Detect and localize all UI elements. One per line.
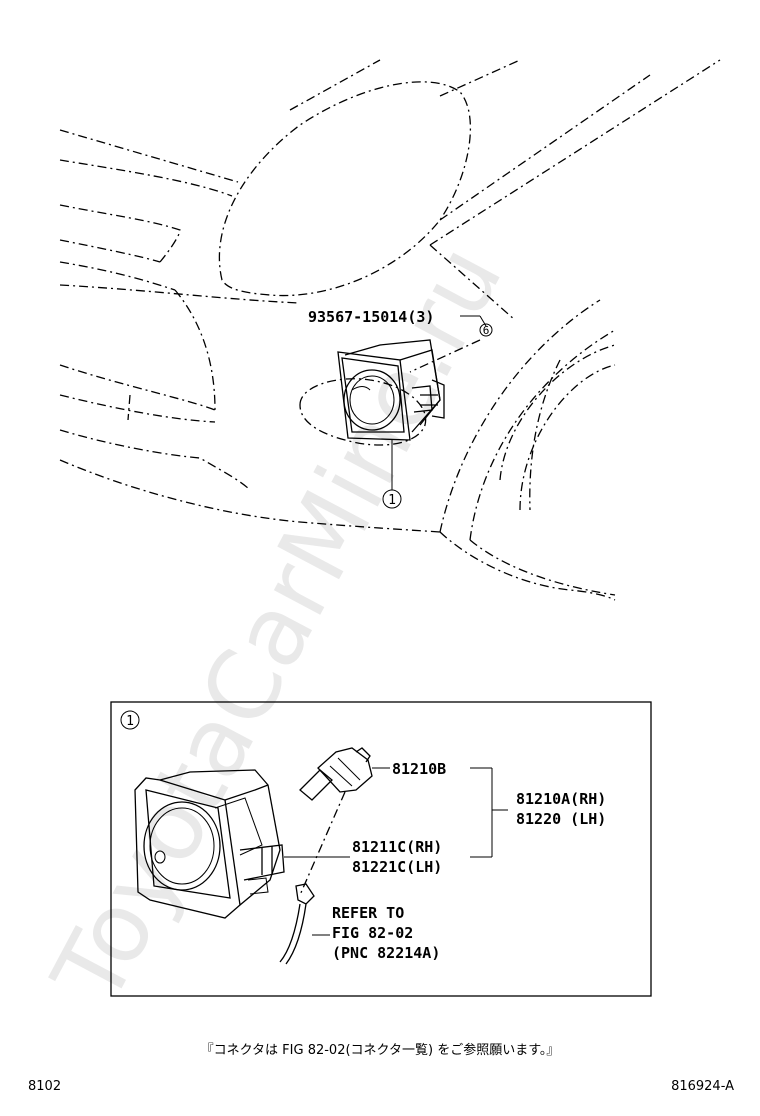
bulb-81210B xyxy=(299,747,373,801)
watermark-text: ToyotaCarMine.ru xyxy=(31,228,524,1022)
refer-line-2: FIG 82-02 xyxy=(332,924,413,942)
refer-line-1: REFER TO xyxy=(332,904,404,922)
bulb-part-label: 81210B xyxy=(392,760,446,778)
refer-line-3: (PNC 82214A) xyxy=(332,944,440,962)
socket-lh-label: 81221C(LH) xyxy=(352,858,442,876)
socket-rh-label: 81211C(RH) xyxy=(352,838,442,856)
unit-marker: 1 xyxy=(388,493,396,508)
footer-right-code: 816924-A xyxy=(671,1079,734,1094)
unit-lh-label: 81220 (LH) xyxy=(516,810,606,828)
unit-rh-label: 81210A(RH) xyxy=(516,790,606,808)
fog-lamp-detail xyxy=(134,769,285,919)
bolt-marker: 6 xyxy=(483,324,490,337)
bumper-outline xyxy=(59,59,721,601)
bolt-part-label: 93567-15014(3) xyxy=(308,308,434,326)
fog-lamp-installed xyxy=(337,339,445,441)
detail-marker: 1 xyxy=(126,714,134,729)
detail-box xyxy=(110,701,652,997)
footer-left-code: 8102 xyxy=(28,1079,61,1094)
connector-note: 『コネクタは FIG 82-02(コネクタ一覧) をご参照願います。』 xyxy=(201,1042,560,1058)
